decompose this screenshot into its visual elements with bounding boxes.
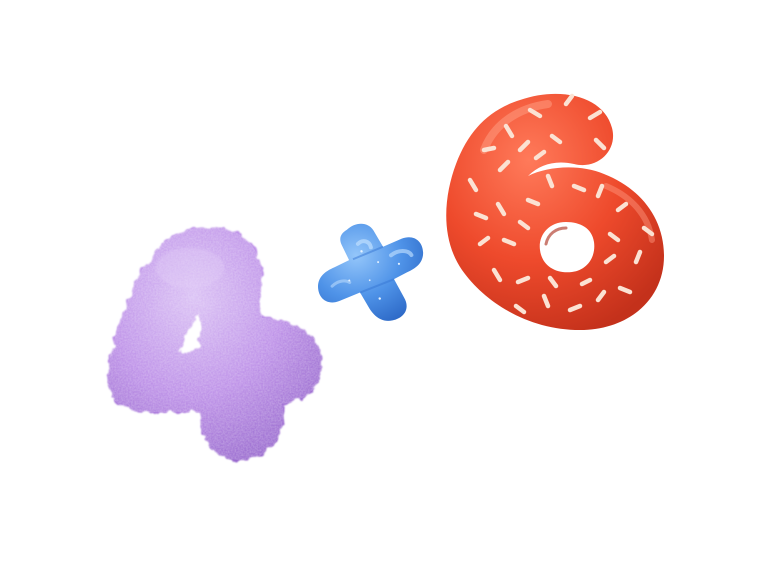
fluffy-number-4-icon (107, 227, 322, 460)
inflated-multiply-sign-icon (318, 223, 424, 321)
sprinkles (467, 93, 655, 315)
donut-number-6-icon (446, 93, 664, 330)
